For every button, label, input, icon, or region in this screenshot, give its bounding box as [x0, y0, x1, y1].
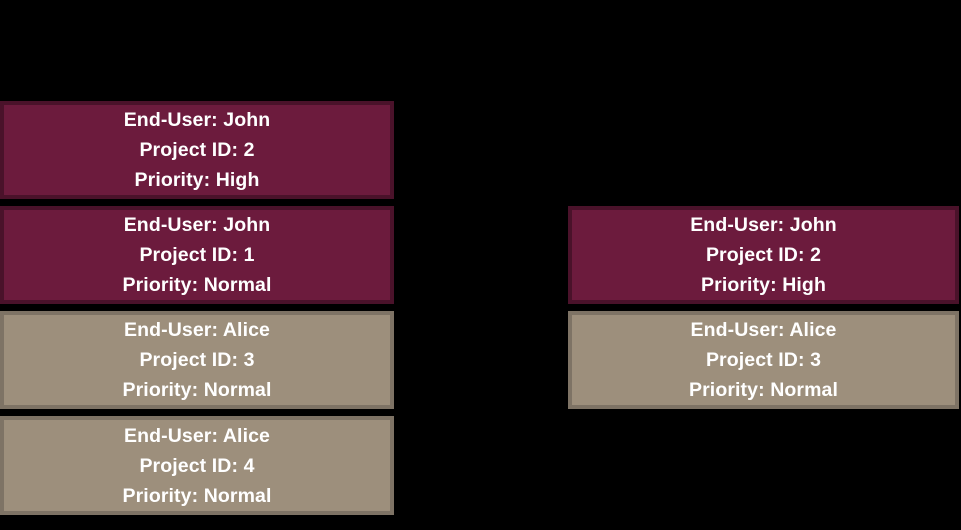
- right-column-card-2[interactable]: End-User: Alice Project ID: 3 Priority: …: [568, 311, 959, 409]
- card-end-user-line: End-User: John: [123, 214, 271, 236]
- card-priority-line: Priority: Normal: [122, 484, 272, 507]
- left-column-card-4[interactable]: End-User: Alice Project ID: 4 Priority: …: [0, 416, 394, 515]
- card-project-id-line: Project ID: 2: [139, 139, 255, 161]
- left-column-card-1[interactable]: End-User: John Project ID: 2 Priority: H…: [0, 101, 394, 199]
- card-priority-line: Priority: Normal: [122, 274, 272, 296]
- card-project-id-line: Project ID: 3: [705, 349, 822, 371]
- card-priority-line: Priority: Normal: [122, 379, 272, 401]
- card-project-id-line: Project ID: 3: [139, 349, 255, 371]
- card-end-user-line: End-User: Alice: [124, 319, 270, 341]
- left-column-card-3[interactable]: End-User: Alice Project ID: 3 Priority: …: [0, 311, 394, 409]
- card-project-id-line: Project ID: 1: [139, 244, 255, 266]
- card-end-user-line: End-User: Alice: [690, 319, 837, 341]
- card-end-user-line: End-User: John: [123, 109, 271, 131]
- card-priority-line: Priority: High: [701, 274, 826, 296]
- card-end-user-line: End-User: John: [690, 214, 837, 236]
- left-column-card-2[interactable]: End-User: John Project ID: 1 Priority: N…: [0, 206, 394, 304]
- card-priority-line: Priority: Normal: [689, 379, 838, 401]
- card-project-id-line: Project ID: 4: [139, 454, 255, 477]
- card-end-user-line: End-User: Alice: [124, 424, 270, 447]
- right-column-card-1[interactable]: End-User: John Project ID: 2 Priority: H…: [568, 206, 959, 304]
- card-project-id-line: Project ID: 2: [705, 244, 822, 266]
- card-priority-line: Priority: High: [134, 169, 260, 191]
